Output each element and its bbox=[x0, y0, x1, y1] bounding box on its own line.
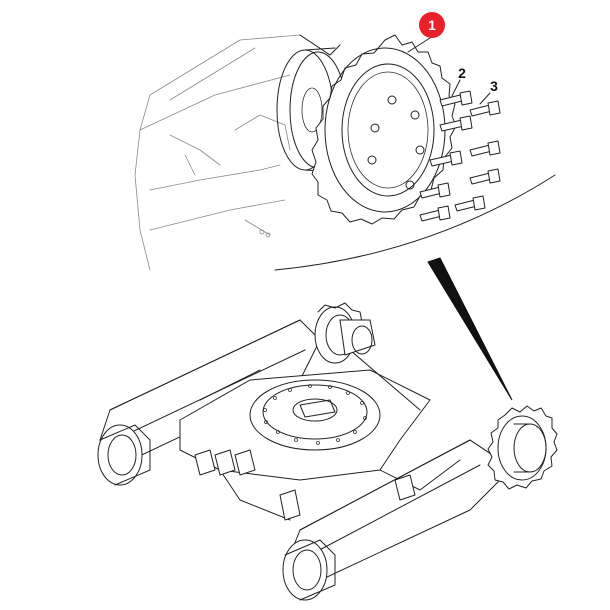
callout-1-label: 1 bbox=[428, 17, 436, 33]
sprocket-rear-right bbox=[314, 302, 376, 364]
bolt-row bbox=[419, 90, 501, 222]
idler-wheel-front-left bbox=[282, 539, 336, 601]
inset-boundary-arc bbox=[274, 174, 556, 271]
leader-line-1 bbox=[407, 37, 431, 53]
leader-line-2 bbox=[451, 79, 461, 97]
detail-inset bbox=[134, 34, 556, 271]
final-drive-housing bbox=[134, 34, 341, 271]
bolts-parts-2-3 bbox=[419, 90, 501, 222]
callout-1-badge bbox=[419, 12, 445, 38]
mount-brackets bbox=[194, 449, 416, 521]
detail-pointer-wedge bbox=[427, 257, 513, 401]
callout-2-label: 2 bbox=[458, 65, 466, 81]
leader-line-3 bbox=[479, 92, 491, 105]
sprocket-front-right bbox=[487, 405, 558, 490]
idler-wheel-rear-left bbox=[97, 424, 151, 486]
sprocket-part-1 bbox=[311, 34, 457, 225]
callout-1: 1 bbox=[419, 12, 445, 38]
undercarriage-frame bbox=[97, 302, 558, 601]
callout-3-label: 3 bbox=[490, 78, 498, 94]
